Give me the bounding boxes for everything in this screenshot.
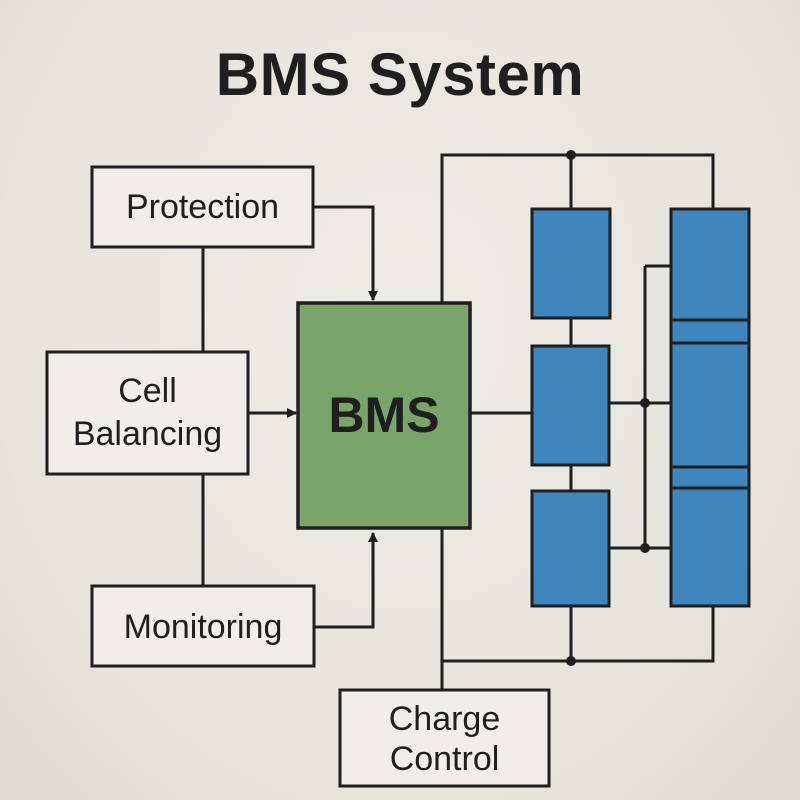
junction-dot [640, 543, 650, 553]
junction-dot [566, 656, 576, 666]
junction-dots [566, 150, 650, 666]
battery-cell [530, 344, 611, 467]
bottom-bus [442, 606, 715, 663]
charge-control-label-line2: Control [390, 740, 500, 778]
junction-dot [566, 150, 576, 160]
cell-balancing-box [45, 350, 250, 476]
charge-control-label-line1: Charge [389, 700, 501, 738]
monitoring-box [90, 584, 316, 668]
stack-dividers [671, 318, 749, 490]
battery-cell [530, 207, 612, 320]
monitoring-to-bms-arrow [314, 532, 378, 629]
junction-dot [640, 398, 650, 408]
cell-balancing-label-line1: Cell [118, 372, 177, 410]
charge-control-box [338, 688, 551, 788]
page-title: BMS System [215, 41, 585, 108]
cell-balancing-label-line2: Balancing [73, 415, 222, 453]
bms-block [296, 301, 472, 530]
battery-cell [530, 489, 611, 608]
protection-label: Protection [126, 188, 279, 226]
protection-to-bms-arrow [313, 205, 378, 301]
cell-column-left [530, 207, 612, 608]
monitoring-label: Monitoring [124, 608, 283, 646]
protection-box [90, 165, 315, 249]
cell-column-right [669, 207, 751, 608]
battery-stack [669, 207, 751, 608]
top-bus [440, 153, 715, 303]
bms-label: BMS [328, 387, 439, 443]
